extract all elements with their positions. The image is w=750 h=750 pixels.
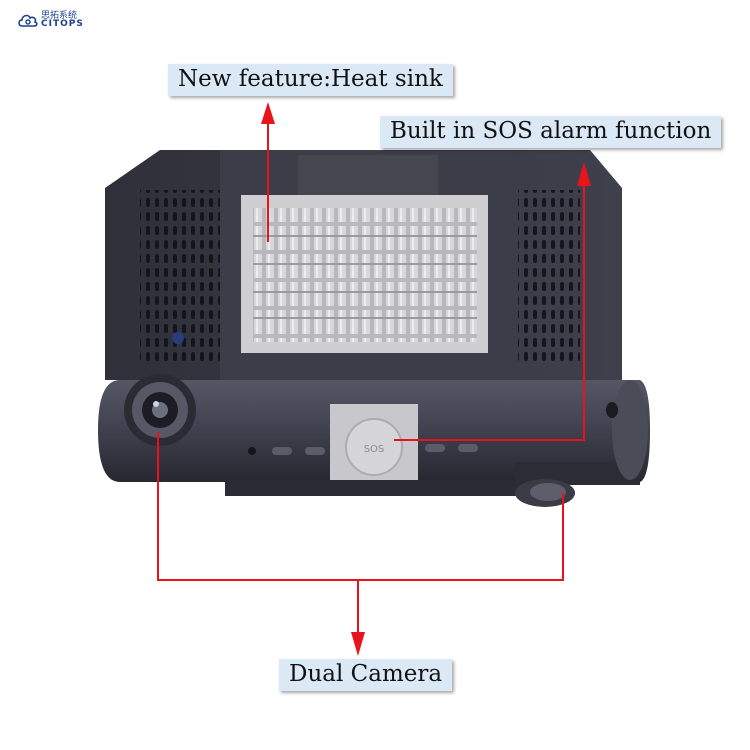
sos-alarm-arrow bbox=[394, 162, 591, 441]
sos-button-label: SOS bbox=[364, 444, 385, 455]
right-vent-grille bbox=[518, 190, 580, 365]
sos-alarm-callout: Built in SOS alarm function bbox=[380, 116, 722, 148]
heat-sink-callout: New feature:Heat sink bbox=[168, 64, 453, 96]
cloud-logo-icon bbox=[18, 14, 38, 27]
brand-name-cn: 思拓系统 bbox=[41, 11, 78, 21]
dual-camera-arrow bbox=[157, 432, 564, 656]
heat-sink-arrow bbox=[261, 102, 275, 242]
brand-logo: 思拓系统 CITOPS bbox=[17, 8, 107, 30]
dual-camera-callout: Dual Camera bbox=[279, 659, 453, 691]
sos-button bbox=[345, 418, 403, 476]
brand-name-en: CITOPS bbox=[41, 19, 84, 29]
